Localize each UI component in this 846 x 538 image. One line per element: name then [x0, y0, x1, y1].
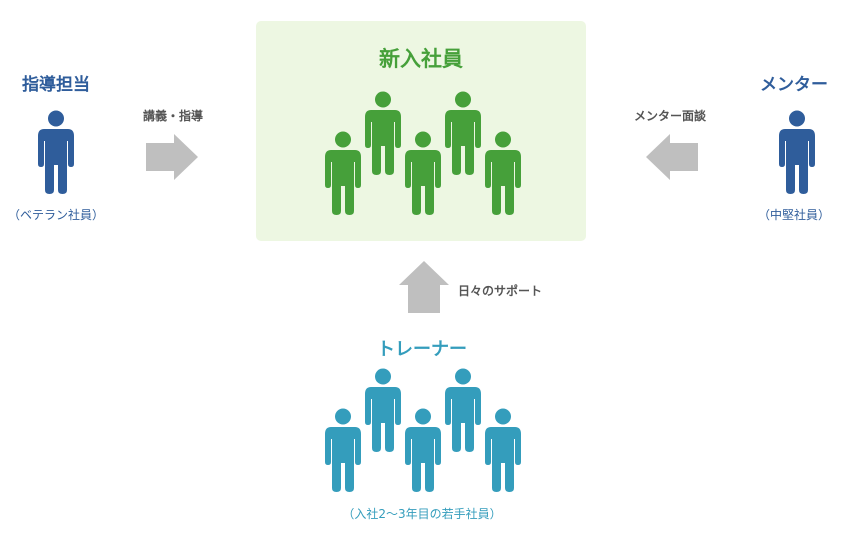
new-employees-title: 新入社員 [379, 47, 463, 71]
person-icon [365, 91, 401, 175]
trainer-title: トレーナー [377, 339, 467, 360]
person-icon [38, 110, 74, 194]
instructor-subtitle: （ベテラン社員） [7, 208, 104, 222]
mentor-interview-label: メンター面談 [633, 109, 706, 123]
person-icon [325, 131, 361, 215]
person-icon [405, 131, 441, 215]
person-icon [485, 408, 521, 492]
trainer-group [325, 368, 525, 494]
person-icon [445, 368, 481, 452]
daily-support-label: 日々のサポート [458, 284, 543, 298]
person-icon [365, 368, 401, 452]
arrow-right-icon [146, 134, 198, 180]
arrow-left-icon [646, 134, 698, 180]
person-icon [445, 91, 481, 175]
person-icon [779, 110, 815, 194]
person-icon [485, 131, 521, 215]
instructor-title: 指導担当 [22, 75, 90, 95]
person-icon [325, 408, 361, 492]
new-employees-panel: 新入社員 [256, 21, 586, 241]
lecture-guidance-label: 講義・指導 [142, 109, 203, 123]
trainer-subtitle: （入社2～3年目の若手社員） [342, 507, 502, 521]
mentor-subtitle: （中堅社員） [757, 208, 830, 222]
arrow-up-icon [399, 261, 449, 313]
person-icon [405, 408, 441, 492]
mentor-title: メンター [760, 75, 828, 95]
